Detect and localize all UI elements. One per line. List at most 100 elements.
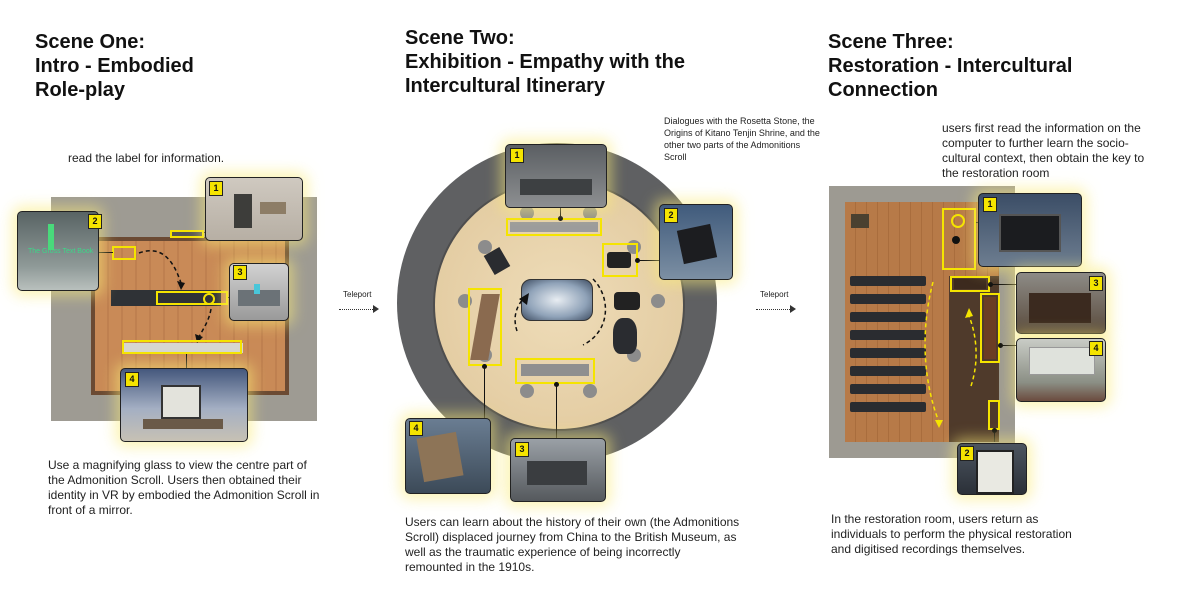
scene1-display-case-3 (111, 290, 221, 306)
scene2-connector-4 (484, 366, 485, 420)
scene2-thumb3-case (527, 461, 587, 485)
teleport-line-2 (756, 309, 790, 310)
scene1-display-case-1 (171, 232, 203, 238)
scene2-title-line1: Scene Two: (405, 27, 515, 49)
scene2-tenjin-object (607, 252, 631, 268)
scene2-pillar (583, 384, 597, 398)
teleport-arrow-1 (373, 305, 379, 313)
scene2-stone-object (614, 292, 640, 310)
scene1-description: Use a magnifying glass to view the centr… (48, 458, 320, 517)
scene2-highlight-1 (506, 218, 602, 236)
scene2-pillar (478, 240, 492, 254)
scene3-path-arrows (924, 281, 977, 428)
scene2-pillar (583, 206, 597, 220)
scene2-dialogue-note: Dialogues with the Rosetta Stone, the Or… (664, 116, 820, 162)
scene2-thumb2-tablet (676, 223, 718, 265)
scene2-thumb4-scroll (416, 431, 464, 483)
scene3-bench (850, 348, 926, 358)
scene3-connector-dot-3 (988, 282, 993, 287)
scene2-connector-1 (560, 206, 561, 220)
scene3-connector-4 (1000, 345, 1016, 346)
scene1-mirror-strip (123, 343, 243, 353)
scene1-badge-3: 3 (233, 265, 247, 280)
scene1-thumb1-panel (260, 202, 286, 214)
teleport-label-2: Teleport (760, 290, 789, 299)
scene3-highlight-1 (942, 208, 976, 270)
scene1-thumb3-case (238, 290, 280, 306)
scene2-description: Users can learn about the history of the… (405, 515, 740, 574)
scene3-thumb4-panel (1029, 347, 1095, 375)
scene2-vases (613, 318, 637, 354)
scene2-connector-3 (556, 384, 557, 438)
teleport-line-1 (339, 309, 373, 310)
scene3-computer-note: users first read the information on the … (942, 121, 1145, 180)
scene2-title: Scene Two: Exhibition - Empathy with the… (405, 26, 685, 98)
scene1-thumbnail-2[interactable]: The Gross Text Book (17, 211, 99, 291)
scene2-badge-3: 3 (515, 442, 529, 457)
scene3-highlight-4 (980, 293, 1000, 363)
scene1-thumb4-mirror (161, 385, 201, 419)
scene1-thumb2-beacon (48, 224, 54, 250)
scene1-thumbnail-4[interactable] (120, 368, 248, 442)
scene2-title-line2: Exhibition - Empathy with the (405, 51, 685, 73)
scene1-badge-4: 4 (125, 372, 139, 387)
scene2-pillar (520, 206, 534, 220)
scene1-highlight-3 (156, 291, 228, 305)
scene1-title-line1: Scene One: (35, 31, 146, 53)
scene3-title-line3: Connection (828, 79, 938, 101)
scene3-connector-2 (994, 430, 995, 442)
scene3-computer (952, 236, 960, 244)
scene2-title-line3: Intercultural Itinerary (405, 75, 606, 97)
scene2-connector-dot-1 (558, 216, 563, 221)
scene3-bench (850, 366, 926, 376)
scene3-badge-2: 2 (960, 446, 974, 461)
scene1-connector-4 (186, 354, 187, 368)
scene3-connector-1 (976, 222, 978, 223)
scene3-badge-3: 3 (1089, 276, 1103, 291)
scene3-bench (850, 330, 926, 340)
scene2-connector-dot-2 (635, 258, 640, 263)
scene3-title-line2: Restoration - Intercultural (828, 55, 1073, 77)
scene1-magnifier-icon (203, 293, 215, 305)
scene1-highlight-1 (170, 230, 204, 238)
scene3-title: Scene Three: Restoration - Intercultural… (828, 30, 1072, 102)
scene1-badge-2: 2 (88, 214, 102, 229)
scene3-desk (954, 279, 986, 289)
scene3-thumbnail-4[interactable] (1016, 338, 1106, 402)
scene3-key-icon (951, 214, 965, 228)
scene3-connector-dot-2 (992, 428, 997, 433)
scene1-thumb1-doorway (234, 194, 252, 228)
scene2-pillar (520, 384, 534, 398)
scene1-title-line3: Role-play (35, 79, 126, 101)
scene2-badge-2: 2 (664, 208, 678, 223)
scene2-connector-dot-4 (482, 364, 487, 369)
scene3-bench (850, 384, 926, 394)
scene3-badge-1: 1 (983, 197, 997, 212)
scene1-thumbnail-1[interactable] (205, 177, 303, 241)
scene1-connector-1 (204, 232, 205, 233)
scene2-display-1 (510, 222, 598, 232)
scene1-thumb2-sign: The Gross Text Book (28, 248, 94, 255)
scene2-badge-4: 4 (409, 421, 423, 436)
scene1-title-line2: Intro - Embodied (35, 55, 194, 77)
teleport-arrow-2 (790, 305, 796, 313)
scene3-thumbnail-2[interactable] (957, 443, 1027, 495)
scene1-label-note: read the label for information. (68, 151, 225, 165)
scene3-bench (850, 312, 926, 322)
scene3-plant (851, 214, 869, 228)
scene3-bench (850, 402, 926, 412)
scene3-bench (850, 294, 926, 304)
scene3-thumb1-screen (999, 214, 1061, 252)
scene1-connector-2 (97, 252, 113, 253)
scene1-highlight-4 (122, 340, 242, 354)
scene1-thumb4-table (143, 419, 223, 429)
scene1-title: Scene One: Intro - Embodied Role-play (35, 30, 194, 102)
scene1-badge-1: 1 (209, 181, 223, 196)
scene3-thumb3-desk (1029, 293, 1091, 323)
scene3-badge-4: 4 (1089, 341, 1103, 356)
scene1-thumb3-glow (254, 284, 260, 294)
scene3-restoration-table (984, 297, 996, 359)
scene3-connector-dot-4 (998, 343, 1003, 348)
scene2-connector-dot-3 (554, 382, 559, 387)
scene3-connector-3 (990, 284, 1016, 285)
